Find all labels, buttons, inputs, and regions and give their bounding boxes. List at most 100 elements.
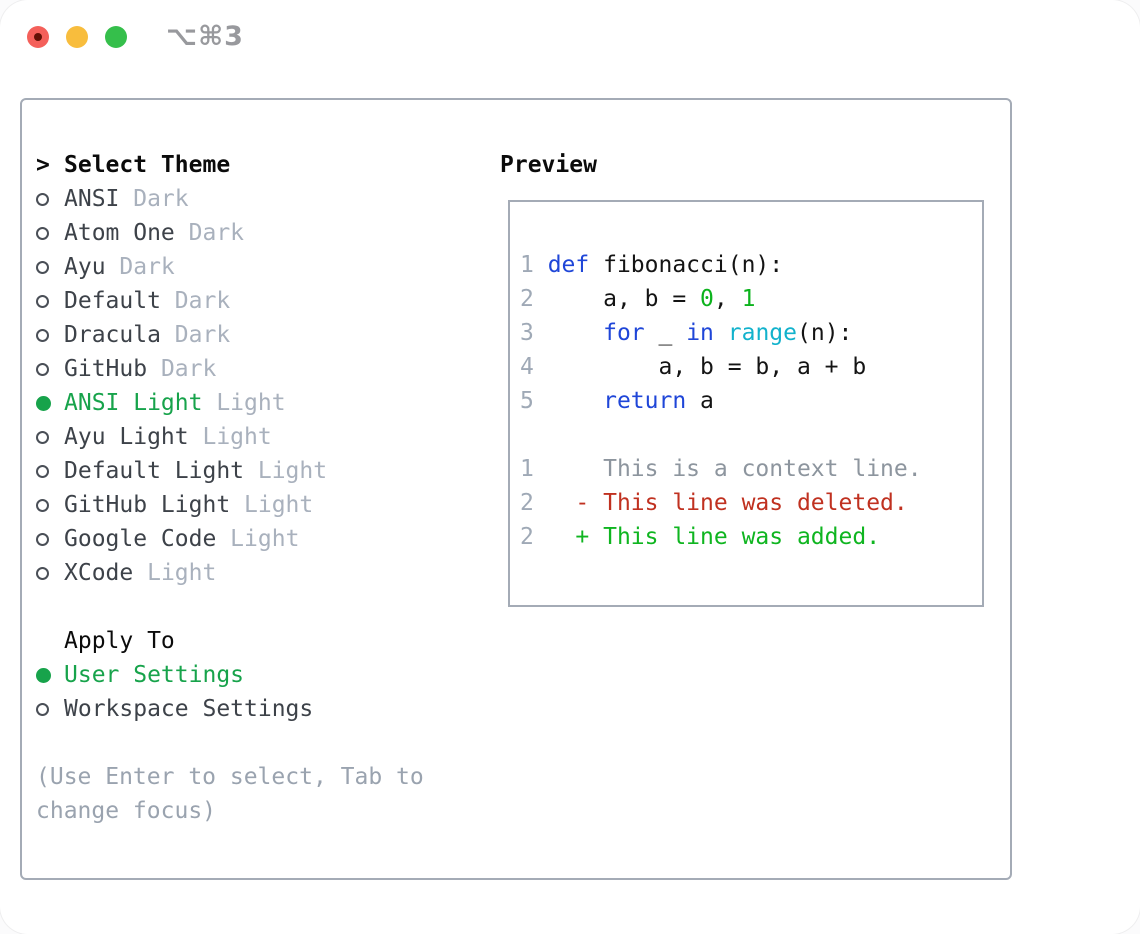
radio-unselected-icon [36, 294, 64, 308]
theme-option-default[interactable]: Default Dark [36, 284, 496, 318]
theme-option-label: ANSI Light Light [64, 390, 286, 416]
radio-selected-icon [36, 395, 64, 411]
radio-selected-icon [36, 667, 64, 683]
theme-option-label: GitHub Light Light [64, 492, 313, 518]
theme-mode-tag: Light [244, 458, 328, 484]
theme-option-label: Google Code Light [64, 526, 299, 552]
theme-option-ansi[interactable]: ANSI Dark [36, 182, 496, 216]
theme-option-label: ANSI Dark [64, 186, 189, 212]
theme-name: Ayu Light [64, 424, 189, 450]
theme-name: ANSI [64, 186, 120, 212]
apply-option-label: User Settings [64, 662, 245, 688]
zoom-button[interactable] [105, 26, 127, 48]
theme-name: XCode [64, 560, 134, 586]
code-preview: 1 def fibonacci(n): 2 a, b = 0, 1 3 for _ … [520, 248, 974, 554]
radio-unselected-icon [36, 226, 64, 240]
theme-name: ANSI Light [64, 390, 203, 416]
theme-name: Ayu [64, 254, 106, 280]
radio-unselected-icon [36, 532, 64, 546]
theme-mode-tag: Dark [105, 254, 175, 280]
theme-name: Atom One [64, 220, 175, 246]
code-line: 2 a, b = 0, 1 [520, 286, 756, 312]
preview-column: Preview 1 def fibonacci(n): 2 a, b = 0, 1… [500, 148, 1000, 607]
theme-option-google-code[interactable]: Google Code Light [36, 522, 496, 556]
apply-to-header: Apply To [36, 624, 496, 658]
line-number: 5 [520, 388, 548, 414]
theme-option-ansi-light[interactable]: ANSI Light Light [36, 386, 496, 420]
minimize-button[interactable] [66, 26, 88, 48]
radio-unselected-icon [36, 430, 64, 444]
theme-name: Default [64, 288, 161, 314]
code-line: 2 + This line was added. [520, 524, 881, 550]
line-number: 2 [520, 524, 548, 550]
theme-option-atom-one[interactable]: Atom One Dark [36, 216, 496, 250]
theme-name: Default Light [64, 458, 245, 484]
radio-unselected-icon [36, 192, 64, 206]
theme-option-dracula[interactable]: Dracula Dark [36, 318, 496, 352]
theme-name: Google Code [64, 526, 217, 552]
theme-option-github-light[interactable]: GitHub Light Light [36, 488, 496, 522]
code-line: 4 a, b = b, a + b [520, 354, 867, 380]
line-number: 1 [520, 252, 548, 278]
theme-mode-tag: Light [230, 492, 314, 518]
spacer [36, 726, 496, 760]
theme-mode-tag: Light [216, 526, 300, 552]
theme-option-label: XCode Light [64, 560, 216, 586]
code-line: 2 - This line was deleted. [520, 490, 908, 516]
apply-option-workspace-settings[interactable]: Workspace Settings [36, 692, 496, 726]
theme-mode-tag: Light [188, 424, 272, 450]
theme-option-label: Dracula Dark [64, 322, 230, 348]
theme-name: Dracula [64, 322, 161, 348]
radio-unselected-icon [36, 328, 64, 342]
theme-mode-tag: Light [202, 390, 286, 416]
hint-text: (Use Enter to select, Tab to change focu… [36, 760, 496, 828]
select-theme-header: > Select Theme [36, 148, 496, 182]
theme-option-label: Default Light Light [64, 458, 327, 484]
line-number: 2 [520, 490, 548, 516]
radio-unselected-icon [36, 362, 64, 376]
theme-mode-tag: Dark [119, 186, 189, 212]
code-line: 1 def fibonacci(n): [520, 252, 784, 278]
preview-title: Preview [500, 152, 597, 178]
radio-unselected-icon [36, 566, 64, 580]
line-number: 2 [520, 286, 548, 312]
theme-option-ayu-light[interactable]: Ayu Light Light [36, 420, 496, 454]
close-button[interactable] [27, 26, 49, 48]
code-line: 1 This is a context line. [520, 456, 922, 482]
select-theme-title: Select Theme [64, 152, 231, 178]
radio-unselected-icon [36, 464, 64, 478]
theme-option-xcode[interactable]: XCode Light [36, 556, 496, 590]
theme-mode-tag: Dark [160, 322, 231, 348]
theme-option-label: Ayu Light Light [64, 424, 272, 450]
line-number: 4 [520, 354, 548, 380]
theme-option-default-light[interactable]: Default Light Light [36, 454, 496, 488]
window-title: ⌥⌘3 [166, 21, 244, 52]
code-blank-line [520, 418, 974, 452]
theme-option-label: Atom One Dark [64, 220, 244, 246]
radio-unselected-icon [36, 260, 64, 274]
hint-line-1: (Use Enter to select, Tab to [36, 764, 424, 790]
code-line: 5 return a [520, 388, 714, 414]
theme-option-label: Ayu Dark [64, 254, 175, 280]
apply-option-label: Workspace Settings [64, 696, 314, 722]
theme-option-label: GitHub Dark [64, 356, 216, 382]
theme-option-github[interactable]: GitHub Dark [36, 352, 496, 386]
line-number: 3 [520, 320, 548, 346]
theme-option-ayu[interactable]: Ayu Dark [36, 250, 496, 284]
preview-header-row: Preview [500, 148, 1000, 182]
apply-option-user-settings[interactable]: User Settings [36, 658, 496, 692]
theme-option-label: Default Dark [64, 288, 230, 314]
code-line: 3 for _ in range(n): [520, 320, 853, 346]
line-number: 1 [520, 456, 548, 482]
preview-box: 1 def fibonacci(n): 2 a, b = 0, 1 3 for _ … [508, 200, 984, 607]
theme-mode-tag: Dark [147, 356, 217, 382]
radio-unselected-icon [36, 498, 64, 512]
theme-mode-tag: Dark [160, 288, 231, 314]
cursor-indicator-icon: > [36, 152, 50, 178]
apply-to-title: Apply To [64, 628, 175, 654]
